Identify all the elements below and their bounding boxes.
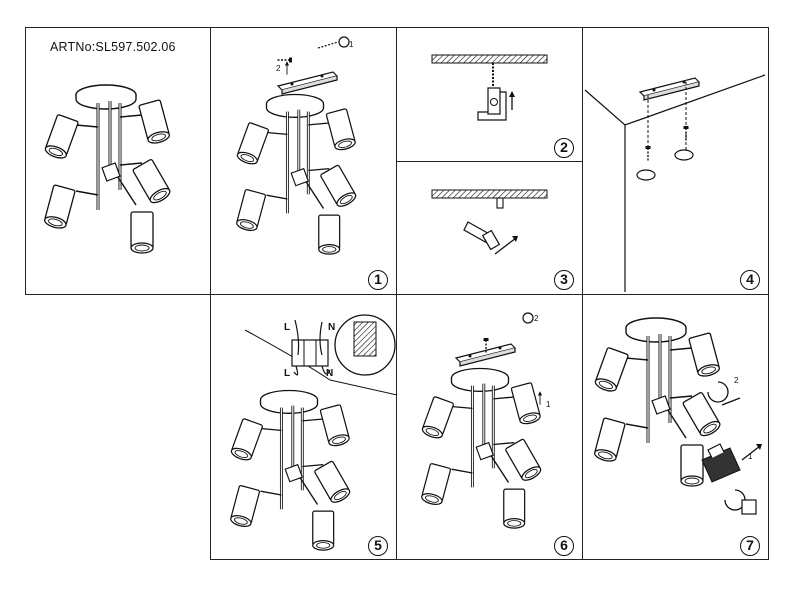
step2-drawing [431,54,548,121]
step1-arrow-label-1: 1 [349,40,354,49]
step1-drawing [236,36,358,254]
article-number: ARTNo:SL597.502.06 [50,40,176,54]
step-number-2: 2 [554,138,574,158]
step6-drawing [421,312,543,528]
step7-drawing [593,318,762,515]
step3-drawing [431,189,548,255]
step7-arrow-label-2: 2 [734,376,739,385]
step-number-5: 5 [368,536,388,556]
step-number-7: 7 [740,536,760,556]
panel-step-4 [582,27,769,295]
step1-arrow-label-2: 2 [276,64,281,73]
step7-arrow-label-1: 1 [748,452,753,461]
step-number-4: 4 [740,270,760,290]
overview-fixture-drawing [43,85,172,253]
panel-step-3 [396,161,583,295]
step-number-3: 3 [554,270,574,290]
panel-step-1 [210,27,397,295]
step-number-6: 6 [554,536,574,556]
step6-arrow-label-2: 2 [534,314,539,323]
step4-drawing [584,74,766,292]
step-number-1: 1 [368,270,388,290]
wire-label-neutral-bottom: N [326,368,334,379]
step5-drawing [230,314,398,550]
panel-overview [25,27,211,295]
wire-label-neutral: N [328,322,336,333]
wire-label-live: L [284,322,291,333]
step6-arrow-label-1: 1 [546,400,551,409]
wire-label-live-bottom: L [284,368,291,379]
